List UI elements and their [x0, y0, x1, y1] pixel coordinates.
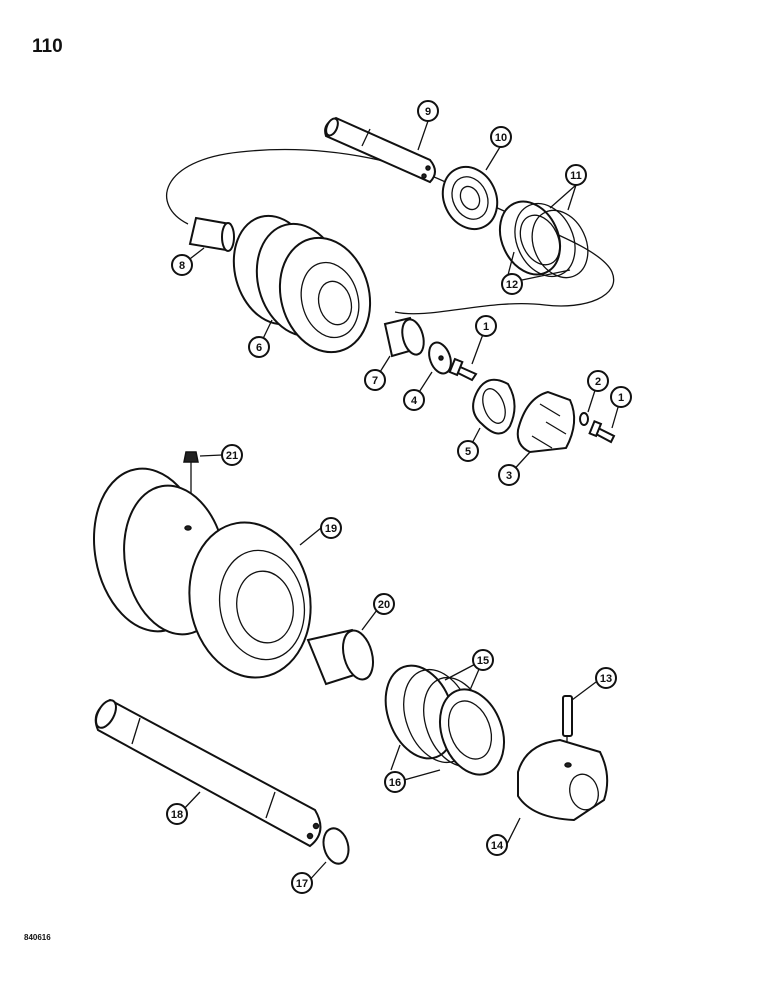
callout-19: 19	[320, 517, 342, 539]
bearing-part-10	[441, 165, 499, 231]
callout-18: 18	[166, 803, 188, 825]
bolt-part-1-right	[588, 420, 616, 444]
svg-text:10: 10	[495, 132, 507, 144]
svg-text:12: 12	[506, 279, 518, 291]
pin-part-13	[562, 695, 573, 760]
callout-16: 16	[384, 771, 406, 793]
callout-9: 9	[417, 100, 439, 122]
svg-text:20: 20	[378, 599, 390, 611]
svg-text:5: 5	[465, 446, 471, 458]
svg-text:1: 1	[618, 392, 624, 404]
callout-8: 8	[171, 254, 193, 276]
track-roller-part-19	[92, 467, 312, 679]
callout-4: 4	[403, 389, 425, 411]
callout-15: 15	[472, 649, 494, 671]
callout-3: 3	[498, 464, 520, 486]
svg-text:18: 18	[171, 809, 183, 821]
svg-text:15: 15	[477, 655, 489, 667]
svg-text:21: 21	[226, 450, 238, 462]
svg-text:6: 6	[256, 342, 262, 354]
bolt-part-1-upper	[448, 357, 478, 382]
svg-text:17: 17	[296, 878, 308, 890]
roller-shaft-part-18	[94, 698, 322, 848]
page-number: 110	[32, 36, 63, 57]
svg-text:2: 2	[595, 376, 601, 388]
seal-assembly-part-11-12	[498, 200, 589, 279]
svg-text:16: 16	[389, 777, 401, 789]
svg-text:11: 11	[570, 170, 582, 182]
sleeve-part-7	[383, 316, 425, 358]
svg-text:1: 1	[483, 321, 489, 333]
callout-13: 13	[595, 667, 617, 689]
figure-code: 840616	[24, 933, 51, 942]
callout-11: 11	[565, 164, 587, 186]
lock-washer-part-2	[579, 412, 589, 426]
callout-10: 10	[490, 126, 512, 148]
o-ring-part-17	[322, 827, 350, 865]
callout-7: 7	[364, 369, 386, 391]
svg-text:3: 3	[506, 470, 512, 482]
callout-14: 14	[486, 834, 508, 856]
gasket-part-5	[472, 378, 516, 435]
callout-1-right: 1	[610, 386, 632, 408]
callout-12: 12	[501, 273, 523, 295]
svg-text:13: 13	[600, 673, 612, 685]
callout-6: 6	[248, 336, 270, 358]
svg-text:14: 14	[491, 840, 504, 852]
callout-1-upper: 1	[475, 315, 497, 337]
callout-21: 21	[221, 444, 243, 466]
shaft-part-9	[324, 116, 436, 184]
callout-2: 2	[587, 370, 609, 392]
sleeve-part-20	[306, 628, 374, 686]
callout-5: 5	[457, 440, 479, 462]
callout-17: 17	[291, 872, 313, 894]
end-cap-part-3	[516, 390, 576, 454]
washer-part-4	[428, 341, 452, 375]
svg-text:19: 19	[325, 523, 337, 535]
end-collar-part-14	[517, 738, 609, 822]
svg-text:8: 8	[179, 260, 185, 272]
callout-20: 20	[373, 593, 395, 615]
seal-assembly-part-15-16	[384, 664, 505, 776]
roller-part-6	[232, 214, 372, 354]
svg-text:7: 7	[372, 375, 378, 387]
svg-text:9: 9	[425, 106, 431, 118]
svg-text:4: 4	[411, 395, 418, 407]
bushing-part-8	[188, 216, 235, 252]
